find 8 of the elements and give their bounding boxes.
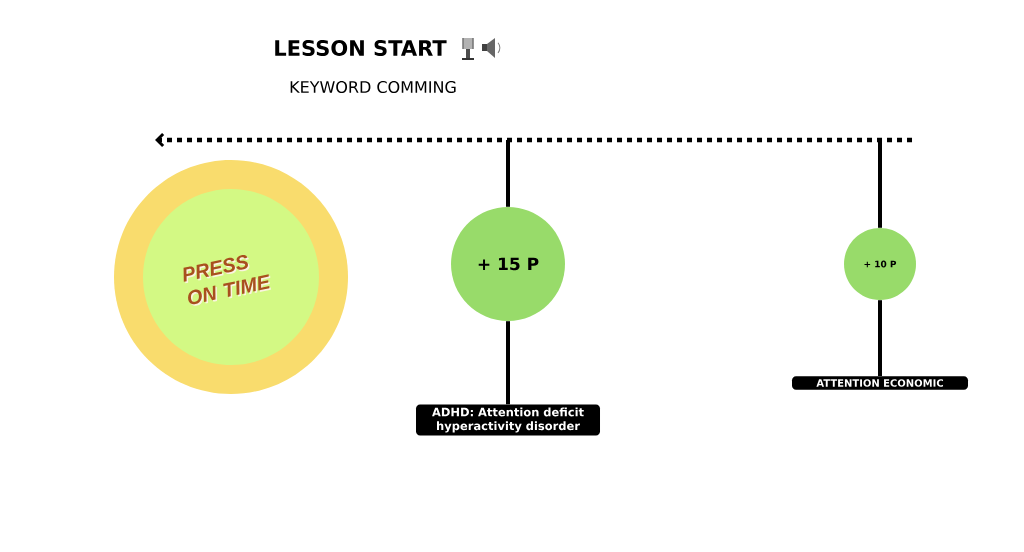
- term-tag: ATTENTION ECONOMIC: [792, 376, 968, 390]
- connector-line: [506, 140, 510, 207]
- connector-line: [878, 140, 882, 228]
- connector-line: [878, 300, 882, 376]
- term-tag: ADHD: Attention deficit hyperactivity disorder: [416, 404, 600, 436]
- title: LESSON START: [275, 40, 447, 56]
- connector-line: [506, 321, 510, 405]
- subtitle: KEYWORD COMMING: [290, 80, 456, 94]
